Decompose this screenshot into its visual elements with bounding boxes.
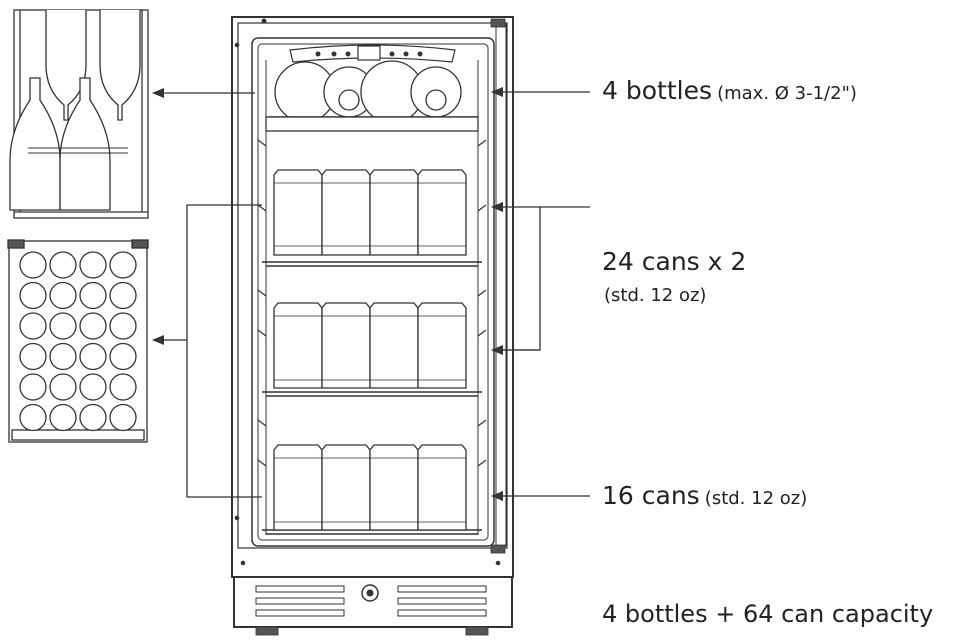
- can-slot: [20, 344, 46, 370]
- bottles-label: 4 bottles (max. Ø 3-1/2"): [602, 76, 857, 105]
- can-slot: [80, 313, 106, 339]
- can-slot: [80, 405, 106, 431]
- can-slot: [110, 405, 136, 431]
- can-row-top: [274, 170, 466, 255]
- cans-mid-note: (std. 12 oz): [604, 285, 706, 306]
- cans-mid-label: 24 cans x 2: [602, 247, 746, 276]
- can-slot: [20, 283, 46, 309]
- can-slot: [50, 344, 76, 370]
- can-slot: [20, 252, 46, 278]
- bottle-rack: [10, 10, 148, 218]
- can-slot: [80, 283, 106, 309]
- control-panel: [290, 45, 455, 62]
- door-lock-icon: [362, 585, 378, 601]
- can-row-bottom: [274, 445, 466, 530]
- can-slot: [50, 252, 76, 278]
- cans-bottom-count: 16 cans: [602, 481, 700, 510]
- bottle-bottoms: [266, 61, 478, 131]
- can-slot: [80, 374, 106, 400]
- can-slot: [50, 374, 76, 400]
- can-rack: [8, 240, 148, 442]
- can-slot: [20, 313, 46, 339]
- can-slot: [110, 344, 136, 370]
- can-slot: [80, 344, 106, 370]
- cans-bottom-note: (std. 12 oz): [705, 488, 807, 509]
- can-slot: [110, 313, 136, 339]
- can-row-middle: [274, 303, 466, 388]
- capacity-label: 4 bottles + 64 can capacity: [602, 600, 933, 628]
- can-slot: [50, 313, 76, 339]
- can-slot: [50, 405, 76, 431]
- can-slot: [80, 252, 106, 278]
- cans-bottom-label: 16 cans (std. 12 oz): [602, 481, 807, 510]
- bottles-count: 4 bottles: [602, 76, 712, 105]
- bottles-note: (max. Ø 3-1/2"): [717, 83, 857, 104]
- can-slot: [20, 405, 46, 431]
- can-slot: [50, 283, 76, 309]
- can-slot: [20, 374, 46, 400]
- can-slot: [110, 283, 136, 309]
- can-slot: [110, 252, 136, 278]
- can-slot: [110, 374, 136, 400]
